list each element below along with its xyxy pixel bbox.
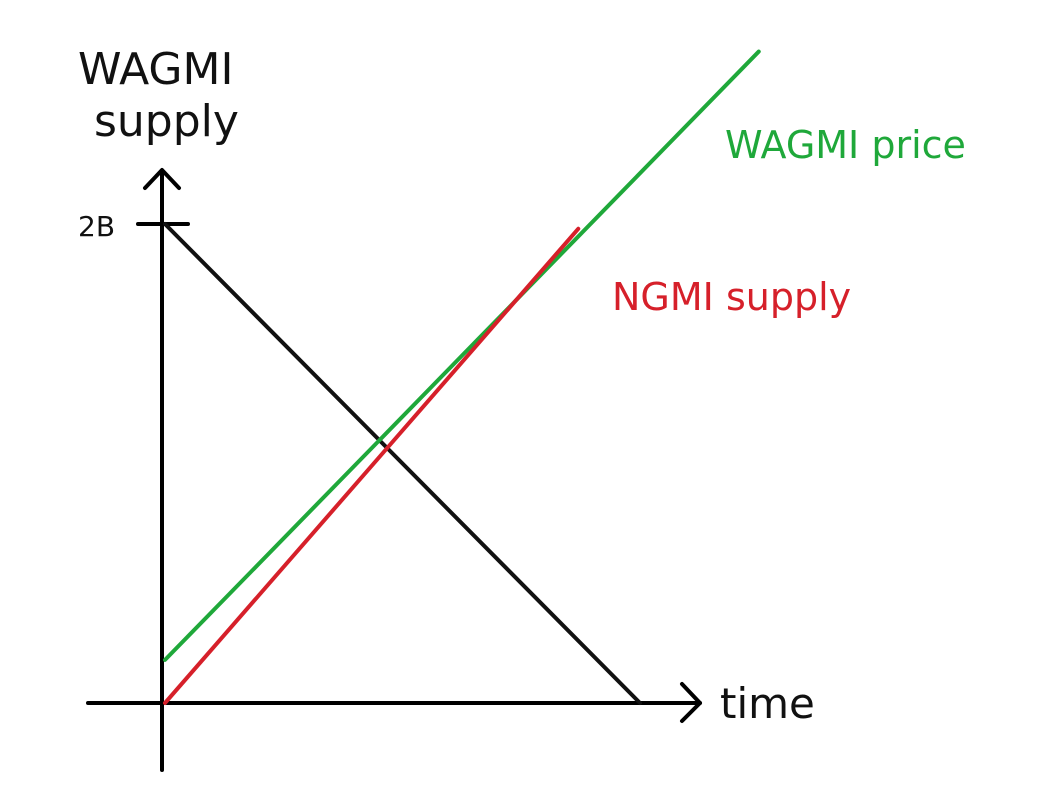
y-axis-title-line2: supply xyxy=(94,96,239,147)
series-line-ngmi-supply xyxy=(163,226,581,705)
y-tick-label-2b: 2B xyxy=(78,210,115,243)
series-label-ngmi-supply: NGMI supply xyxy=(612,275,851,319)
y-axis-arrowhead xyxy=(143,168,181,190)
x-axis-arrowhead xyxy=(680,682,702,723)
series-line-wagmi-supply xyxy=(163,222,642,705)
axes xyxy=(86,168,702,772)
y-axis-title-line1: WAGMI xyxy=(78,44,233,95)
x-axis-title: time xyxy=(720,679,815,728)
series-label-wagmi-price: WAGMI price xyxy=(725,123,966,167)
series-line-wagmi-price xyxy=(163,49,761,662)
